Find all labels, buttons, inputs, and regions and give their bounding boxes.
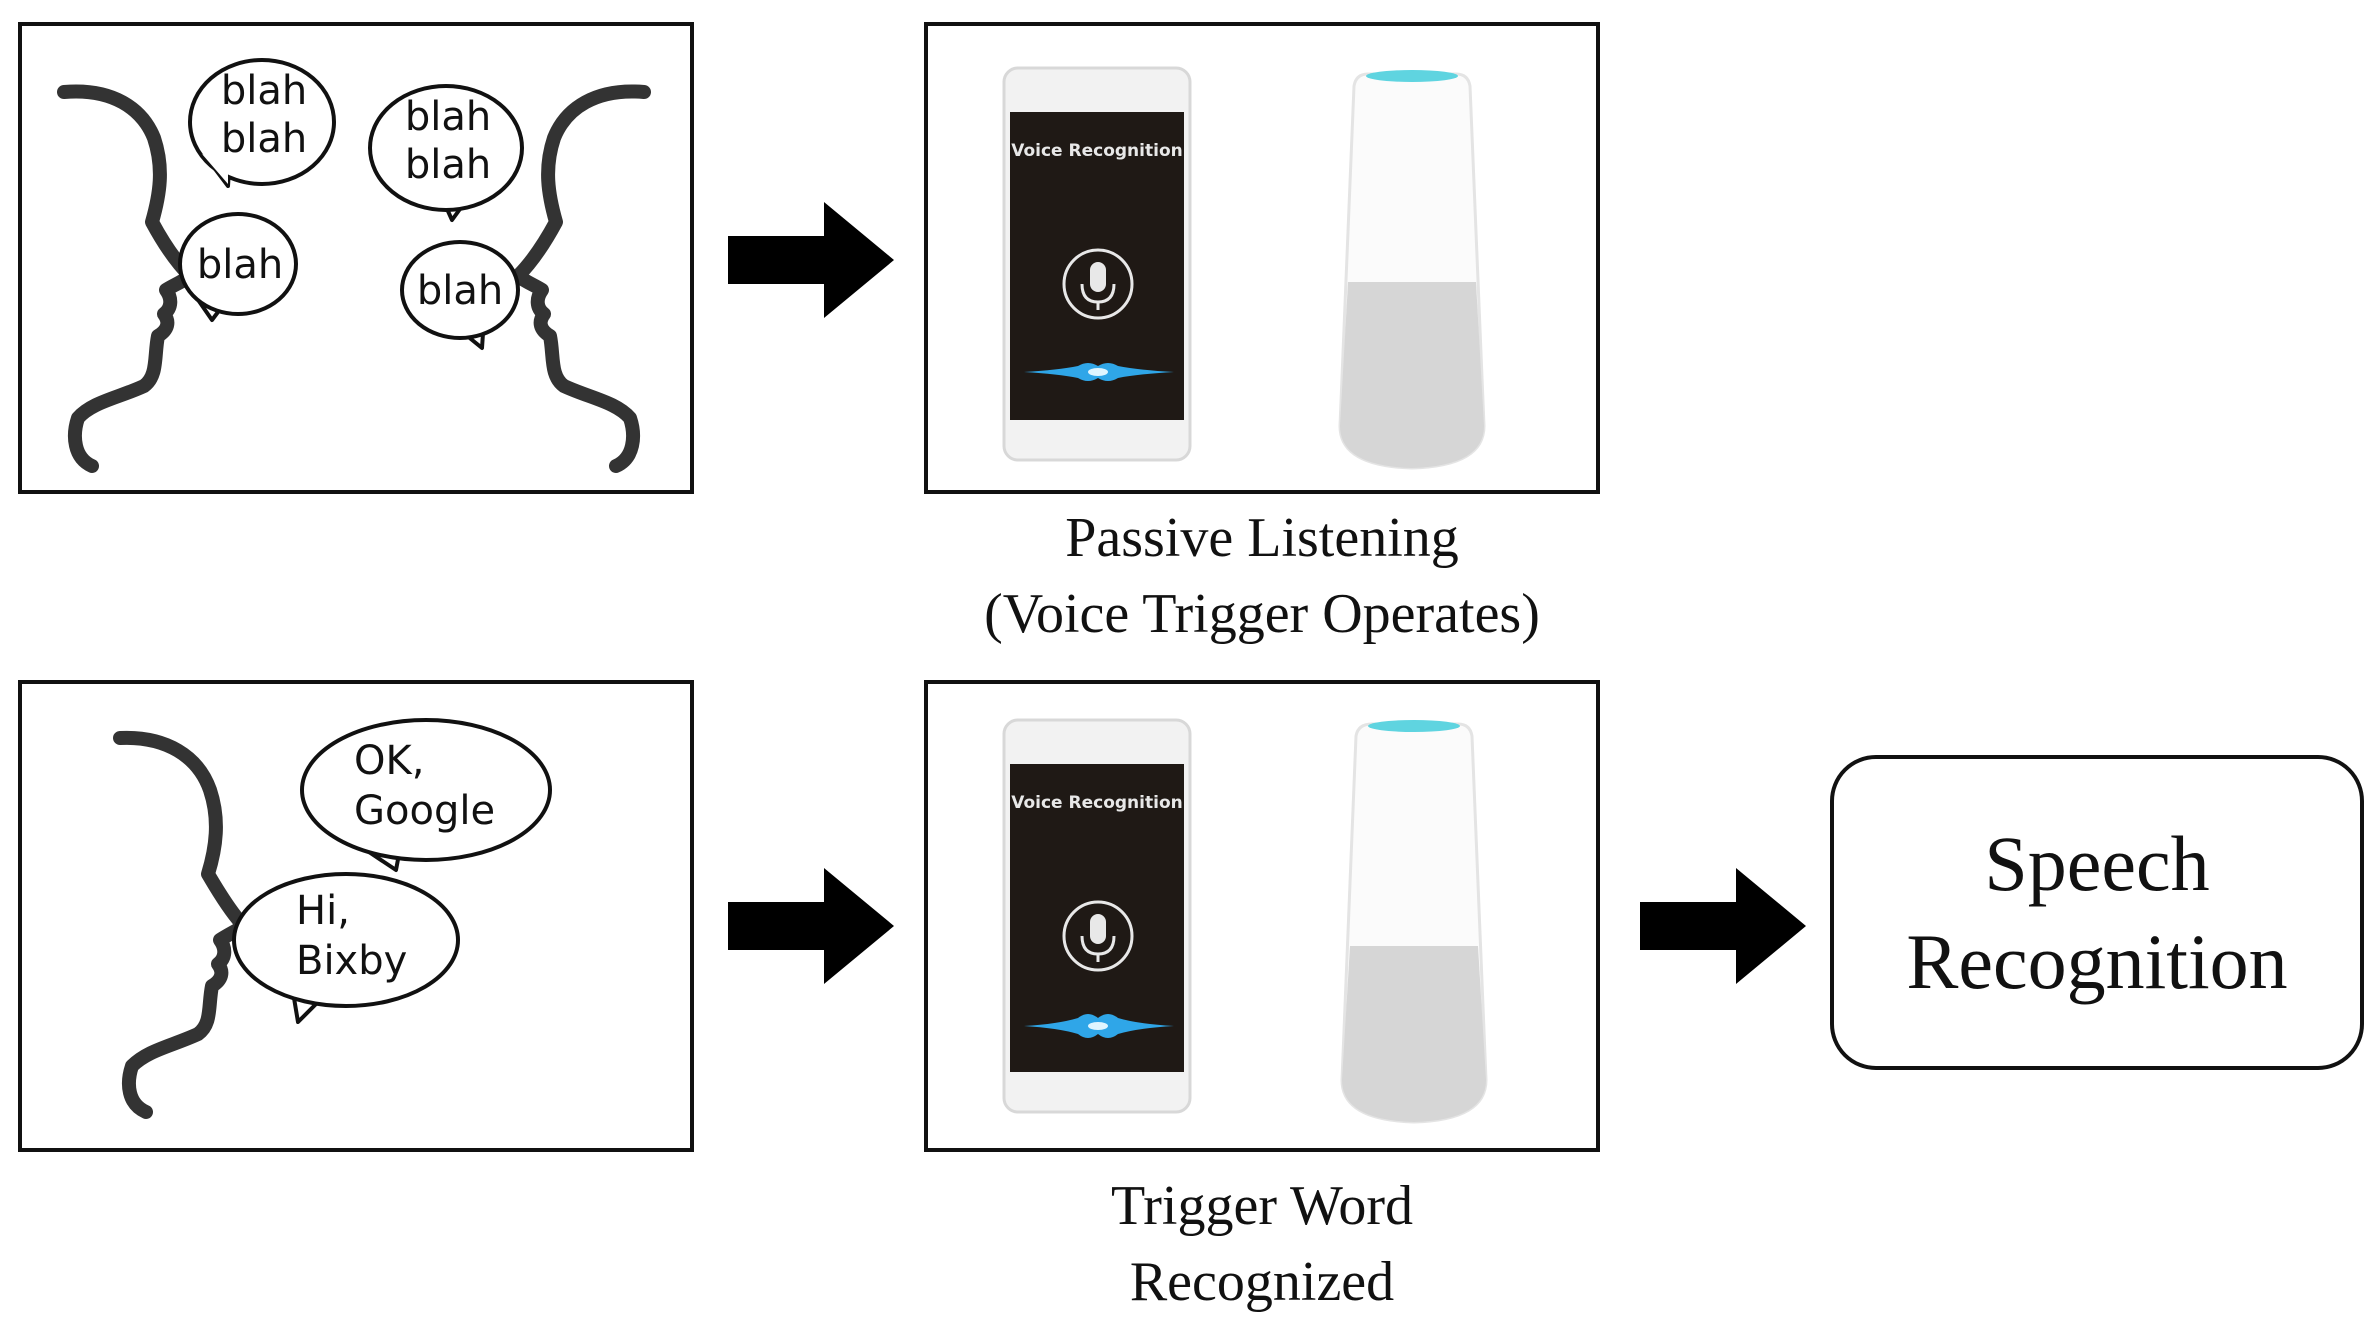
- bubble-text-line: Bixby: [296, 938, 407, 984]
- bubble-text-line: OK,: [354, 738, 424, 784]
- bubble-text-line: Google: [354, 788, 495, 834]
- caption-line: Passive Listening: [1065, 507, 1459, 569]
- conversation-illustration: blah blah blah blah blah blah: [57, 58, 651, 473]
- phone-screen-title: Voice Recognition: [1011, 141, 1182, 161]
- smartphone-icon: Voice Recognition: [1002, 718, 1192, 1114]
- arrow-right-icon: [728, 868, 894, 984]
- voice-wave: [1024, 363, 1174, 381]
- speech-recognition-label: Speech Recognition: [1906, 815, 2287, 1011]
- smart-speaker-icon: [1338, 70, 1486, 470]
- speech-bubble-icon: [178, 212, 298, 322]
- caption-line: Trigger Word: [1111, 1175, 1413, 1237]
- devices-panel-triggered: Voice Recognition: [924, 680, 1600, 1152]
- speech-recognition-box: Speech Recognition: [1830, 755, 2364, 1070]
- microphone-icon: [1062, 900, 1134, 972]
- smartphone-icon: Voice Recognition: [1002, 66, 1192, 462]
- speech-bubble-icon: [188, 58, 336, 188]
- bubble-text-line: blah: [405, 94, 491, 140]
- trigger-word-illustration: OK, Google Hi, Bixby: [113, 718, 552, 1119]
- arrow-right-icon: [1640, 868, 1806, 984]
- human-profile-icon: [57, 84, 197, 473]
- microphone-icon: [1062, 248, 1134, 320]
- caption-passive-listening: Passive Listening (Voice Trigger Operate…: [924, 500, 1600, 652]
- speech-bubble-icon: [232, 872, 460, 1024]
- bubble-text-line: blah: [405, 142, 491, 188]
- caption-line: (Voice Trigger Operates): [984, 583, 1540, 645]
- caption-trigger-word: Trigger Word Recognized: [924, 1168, 1600, 1320]
- devices-illustration: Voice Recognition: [1002, 718, 1488, 1124]
- smart-speaker-icon: [1340, 720, 1488, 1124]
- phone-screen-title: Voice Recognition: [1011, 793, 1182, 813]
- result-line: Recognition: [1906, 917, 2288, 1005]
- conversation-panel: blah blah blah blah blah blah: [18, 22, 694, 494]
- bubble-text-line: blah: [221, 68, 307, 114]
- speech-bubble-icon: [300, 718, 552, 872]
- bubble-text-line: blah: [417, 268, 503, 314]
- devices-illustration: Voice Recognition: [1002, 66, 1486, 470]
- arrow-right-icon: [728, 202, 894, 318]
- bubble-text-line: Hi,: [296, 888, 350, 934]
- bubble-text-line: blah: [197, 242, 283, 288]
- devices-panel-listening: Voice Recognition: [924, 22, 1600, 494]
- bubble-text-line: blah: [221, 116, 307, 162]
- voice-wave: [1024, 1014, 1174, 1038]
- result-line: Speech: [1984, 819, 2210, 907]
- caption-line: Recognized: [1129, 1251, 1395, 1313]
- speech-bubble-icon: [368, 84, 524, 222]
- speech-bubble-icon: [400, 240, 520, 350]
- human-profile-icon: [113, 730, 251, 1119]
- trigger-word-panel: OK, Google Hi, Bixby: [18, 680, 694, 1152]
- human-profile-icon: [511, 84, 651, 473]
